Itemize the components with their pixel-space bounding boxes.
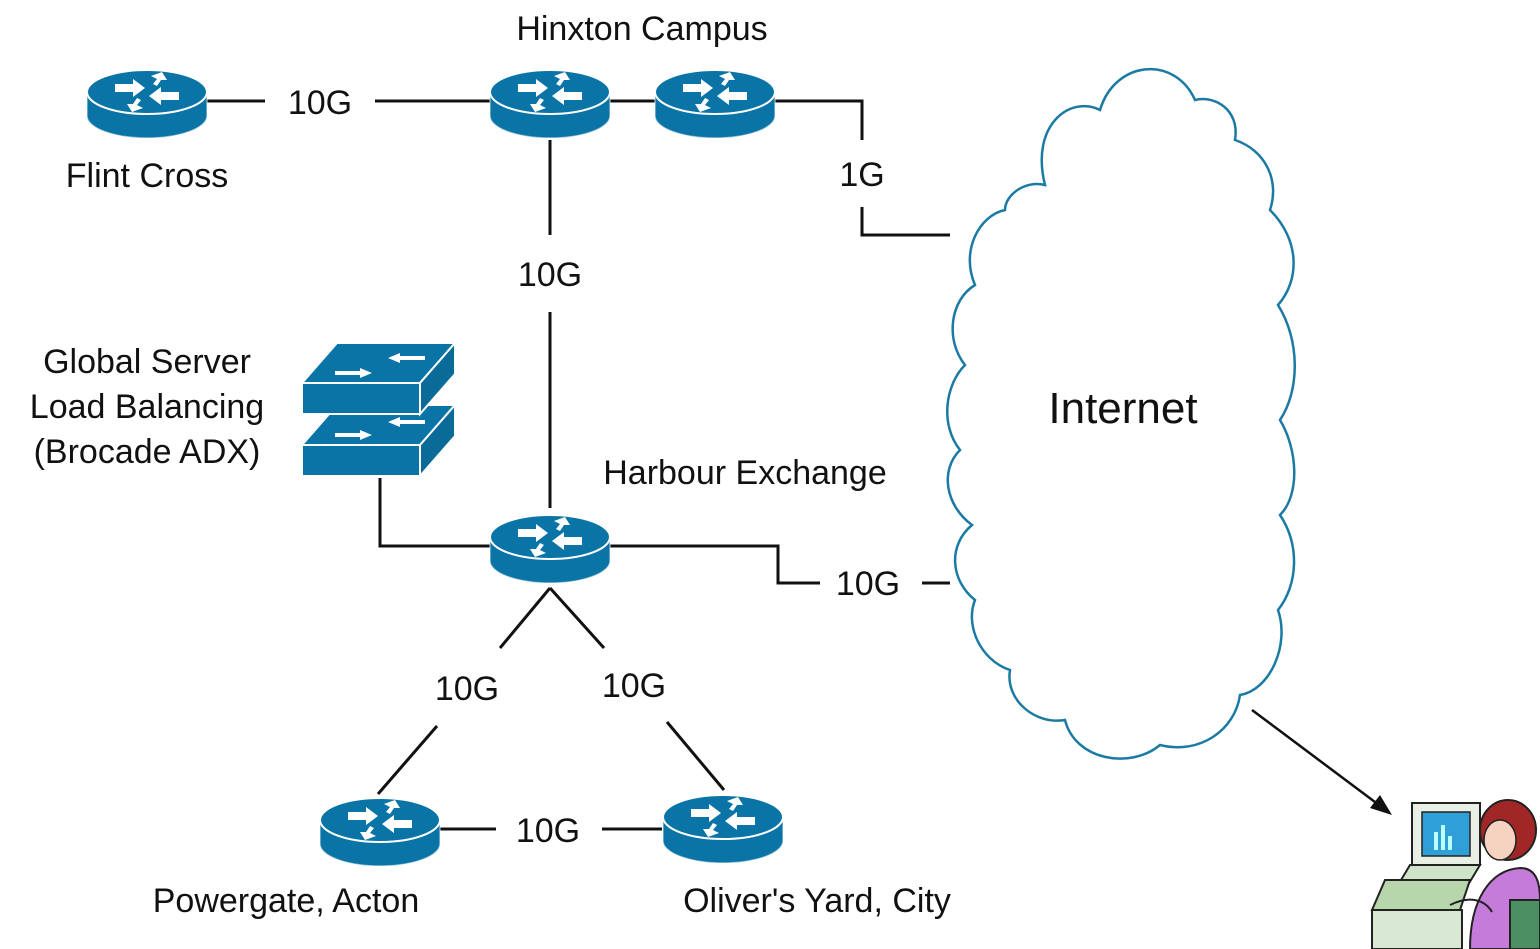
router-olivers-yard [662,794,784,864]
router-hinxton-1 [489,69,611,139]
internet-label: Internet [1048,384,1197,433]
label-gslb-1: Global Server [43,343,251,381]
label-powergate: Powergate, Acton [153,882,420,920]
link-hinxton-internet-top [775,99,864,140]
switch-lower [299,402,458,479]
router-hinxton-2 [654,69,776,139]
link-harbour-olivers-bottom [665,721,726,791]
arrowhead [1370,795,1392,815]
link-hinxton-internet-bottom [860,207,950,237]
router-harbour-exchange [489,514,611,584]
links [207,99,1392,831]
label-link-harbour-powergate: 10G [435,670,499,708]
node-labels: Hinxton Campus Flint Cross Global Server… [30,10,951,920]
label-hinxton: Hinxton Campus [516,10,767,48]
switch-upper [299,340,458,417]
link-harbour-powergate-top [498,587,552,649]
link-harbour-internet [610,544,820,585]
label-gslb-2: Load Balancing [30,388,264,426]
user-at-computer-icon [1370,799,1540,949]
router-flint-cross [86,69,208,139]
label-link-harbour-internet: 10G [836,565,900,603]
label-gslb-3: (Brocade ADX) [34,433,261,471]
label-link-hinxton-harbour: 10G [518,256,582,294]
link-harbour-powergate-bottom [376,725,439,795]
label-link-powergate-olivers: 10G [516,812,580,850]
label-flint-cross: Flint Cross [66,157,228,195]
label-olivers-yard: Oliver's Yard, City [683,882,951,920]
link-gslb-harbour [378,478,490,548]
label-link-hinxton-internet: 1G [839,156,884,194]
router-powergate [319,797,441,867]
label-link-harbour-olivers: 10G [602,667,666,705]
internet-cloud: Internet [946,67,1296,760]
link-internet-user [1251,708,1384,810]
link-labels: 10G 1G 10G 10G 10G 10G 10G [288,84,900,850]
label-link-flint-hinxton: 10G [288,84,352,122]
link-harbour-olivers-top [548,586,606,650]
label-harbour-exchange: Harbour Exchange [603,454,887,492]
gslb-switch-stack [299,340,458,479]
